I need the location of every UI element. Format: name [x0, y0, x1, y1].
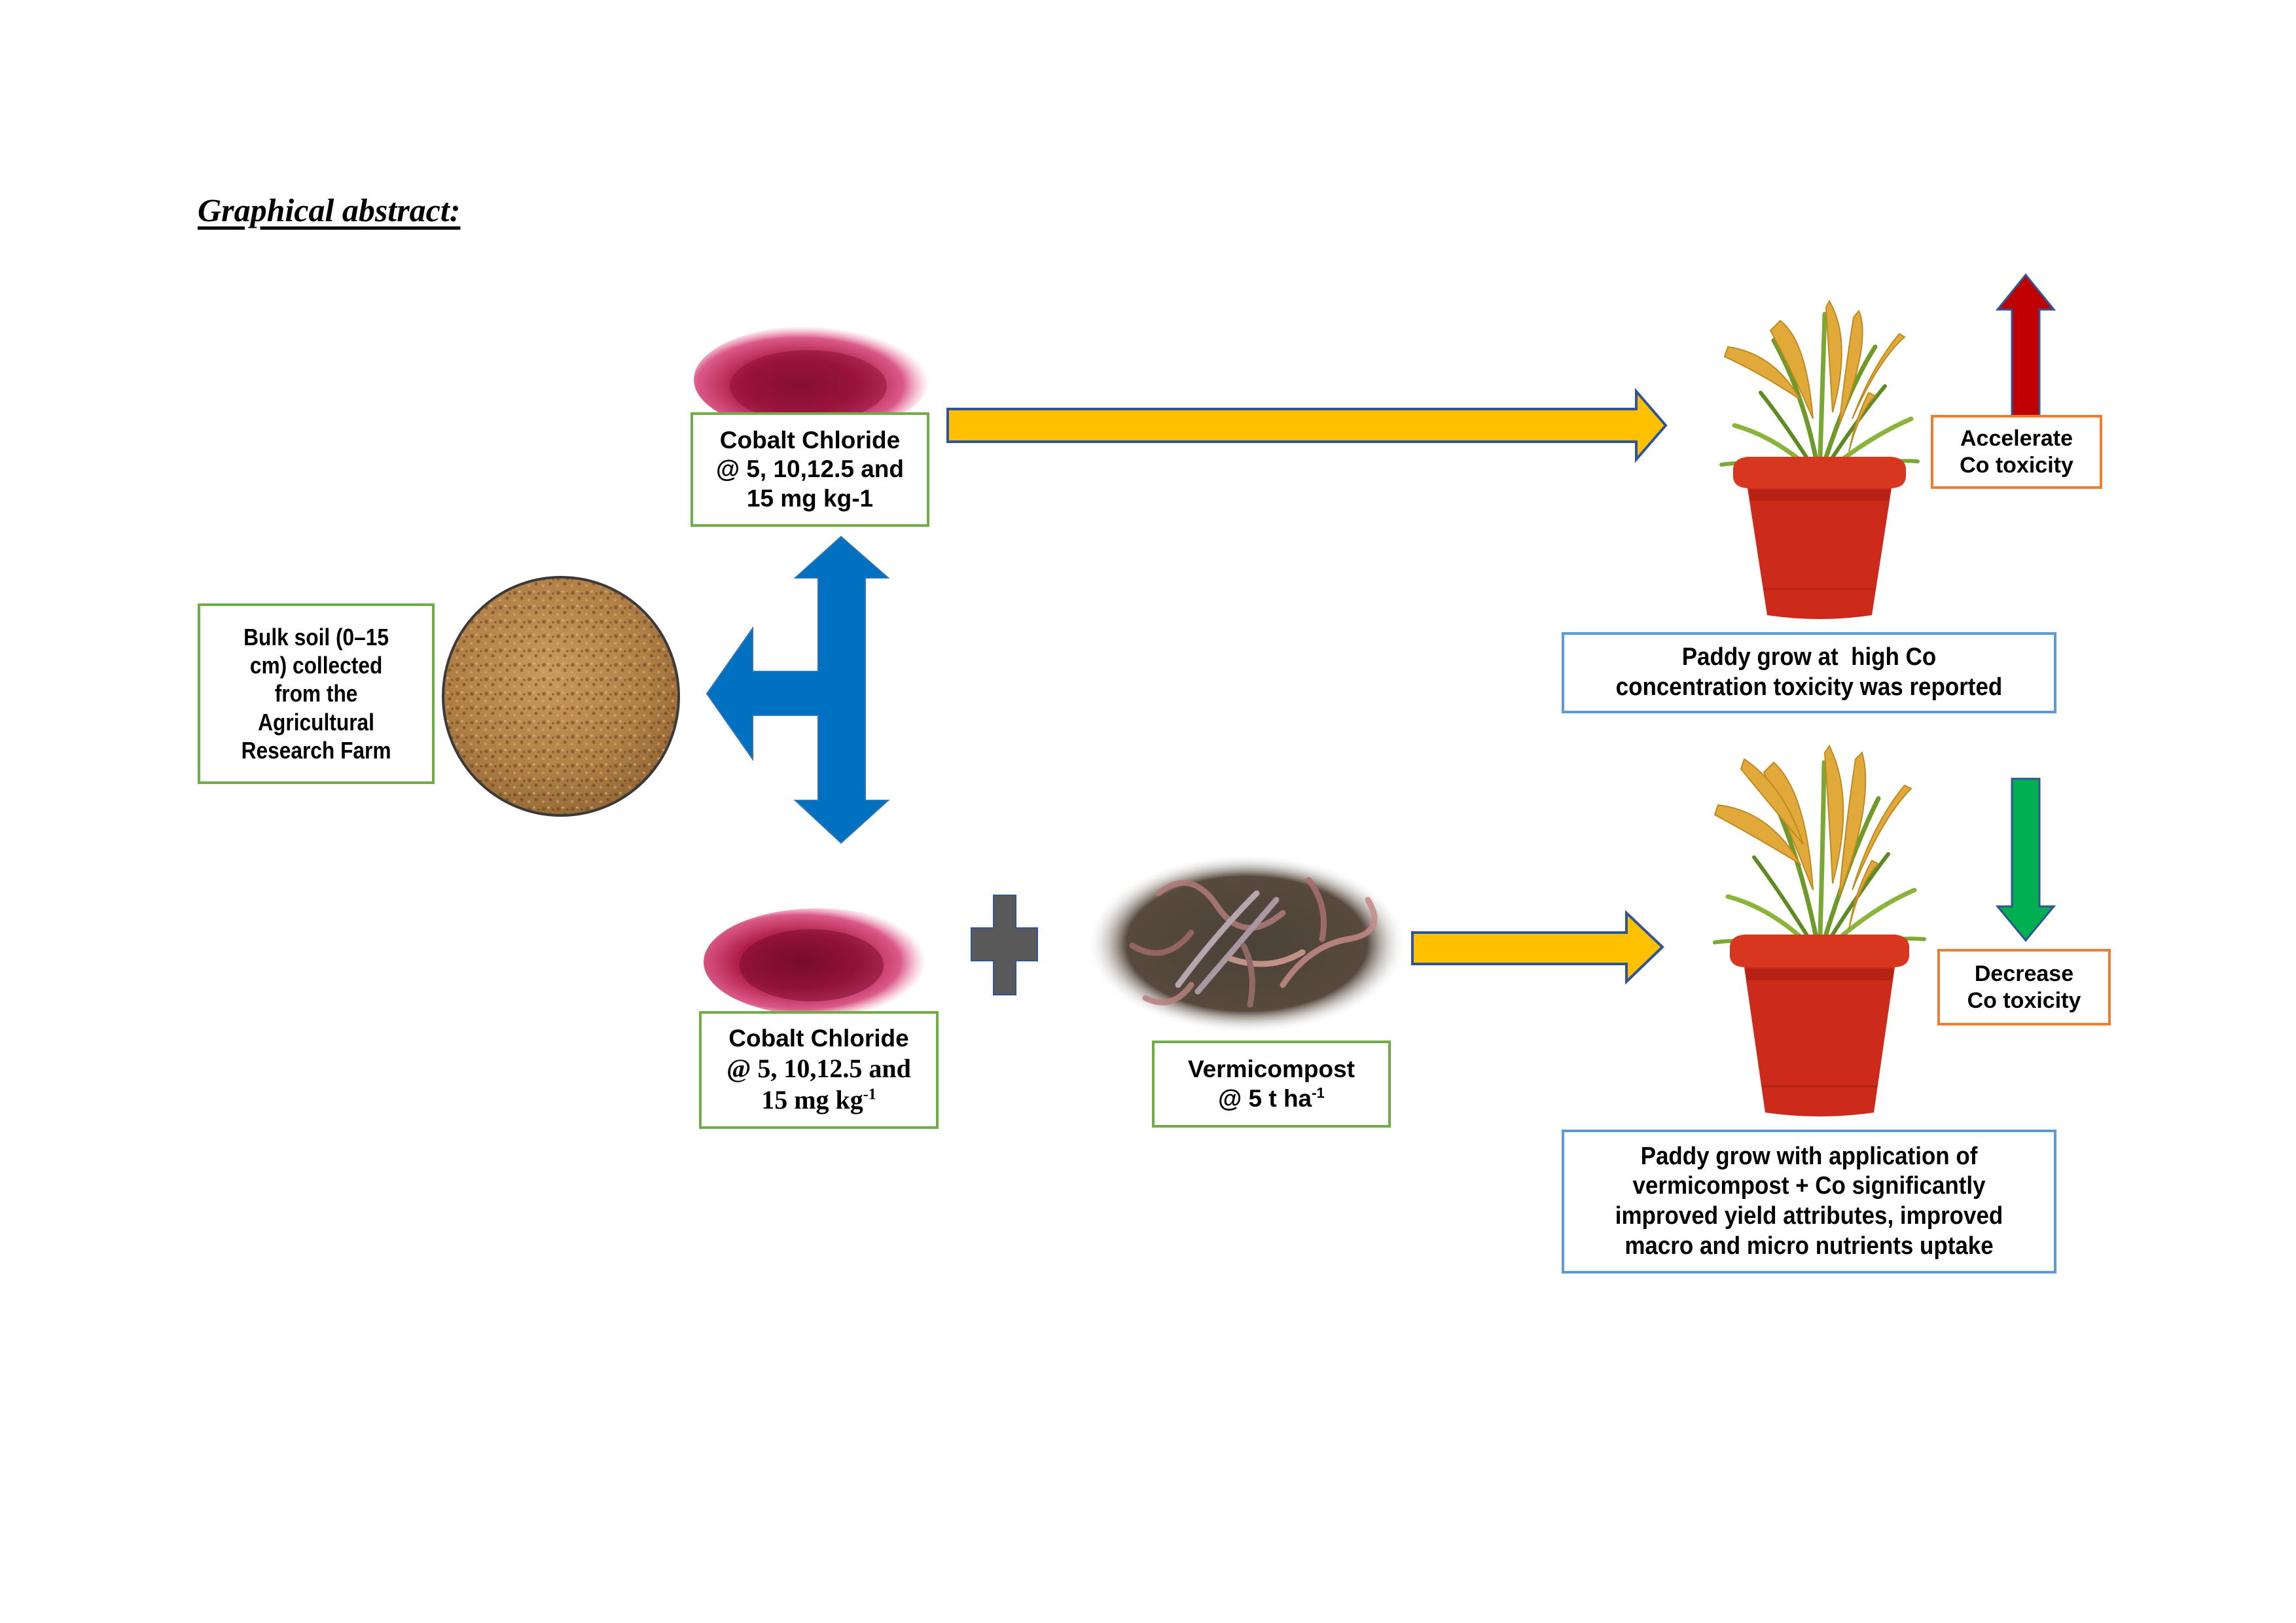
bulk-soil-box: Bulk soil (0–15 cm) collected from the A…	[198, 603, 435, 784]
cobalt-chloride-box-bottom: Cobalt Chloride @ 5, 10,12.5 and 15 mg k…	[699, 1011, 939, 1129]
description-line: Paddy grow at high Co	[1681, 643, 1937, 671]
cobalt-line-3: 15 mg kg-1	[746, 484, 874, 512]
description-line: macro and micro nutrients uptake	[1624, 1232, 1994, 1260]
description-line: improved yield attributes, improved	[1615, 1202, 2003, 1230]
vermicompost-dose: @ 5 t ha	[1218, 1084, 1312, 1112]
bulk-soil-line: from the	[274, 680, 358, 707]
decrease-toxicity-box: Decrease Co toxicity	[1937, 949, 2111, 1026]
cobalt-line-2: @ 5, 10,12.5 and	[715, 455, 904, 483]
up-arrow-icon	[1995, 273, 2056, 422]
vermicompost-dose-exponent: -1	[1312, 1084, 1325, 1101]
right-arrow-icon-top	[946, 387, 1668, 463]
cobalt-line-1: Cobalt Chloride	[728, 1024, 909, 1052]
description-line: concentration toxicity was reported	[1615, 673, 2003, 701]
soil-image	[442, 576, 680, 817]
split-arrow-icon	[706, 535, 890, 844]
bulk-soil-line: cm) collected	[249, 652, 383, 679]
effect-line: Decrease	[1974, 961, 2074, 986]
cobalt-dose-exponent: -1	[863, 1086, 876, 1103]
accelerate-toxicity-box: Accelerate Co toxicity	[1931, 415, 2102, 489]
page-title: Graphical abstract:	[198, 192, 461, 228]
bulk-soil-line: Agricultural	[258, 708, 374, 736]
right-arrow-icon-bottom	[1411, 910, 1664, 985]
plus-icon	[971, 895, 1038, 995]
description-line: vermicompost + Co significantly	[1632, 1172, 1986, 1200]
paddy-toxicity-description-box: Paddy grow at high Co concentration toxi…	[1562, 632, 2056, 713]
potted-paddy-plant-image-bottom	[1713, 745, 1926, 1116]
vermicompost-line-2: @ 5 t ha-1	[1188, 1084, 1355, 1113]
effect-line: Co toxicity	[1960, 452, 2073, 478]
description-line: Paddy grow with application of	[1640, 1142, 1978, 1170]
cobalt-line-2: @ 5, 10,12.5 and	[726, 1054, 911, 1084]
vermicompost-line-1: Vermicompost	[1188, 1056, 1355, 1083]
effect-line: Accelerate	[1960, 425, 2073, 451]
paddy-improvement-description-box: Paddy grow with application of vermicomp…	[1562, 1130, 2056, 1274]
earthworm-vermicompost-image	[1086, 854, 1407, 1033]
cobalt-line-3: 15 mg kg-1	[726, 1084, 911, 1116]
effect-line: Co toxicity	[1967, 988, 2081, 1013]
cobalt-chloride-box-top: Cobalt Chloride @ 5, 10,12.5 and 15 mg k…	[691, 412, 929, 527]
down-arrow-icon	[1995, 777, 2056, 942]
bulk-soil-line: Bulk soil (0–15	[243, 624, 389, 651]
potted-paddy-plant-image-top	[1719, 299, 1920, 619]
vermicompost-box: Vermicompost @ 5 t ha-1	[1152, 1041, 1391, 1128]
bulk-soil-line: Research Farm	[241, 736, 391, 764]
cobalt-dose-unit: 15 mg kg	[761, 1085, 863, 1115]
cobalt-chloride-powder-image-top	[694, 326, 929, 433]
cobalt-chloride-powder-image-bottom	[704, 908, 933, 1016]
cobalt-line-1: Cobalt Chloride	[719, 426, 901, 454]
